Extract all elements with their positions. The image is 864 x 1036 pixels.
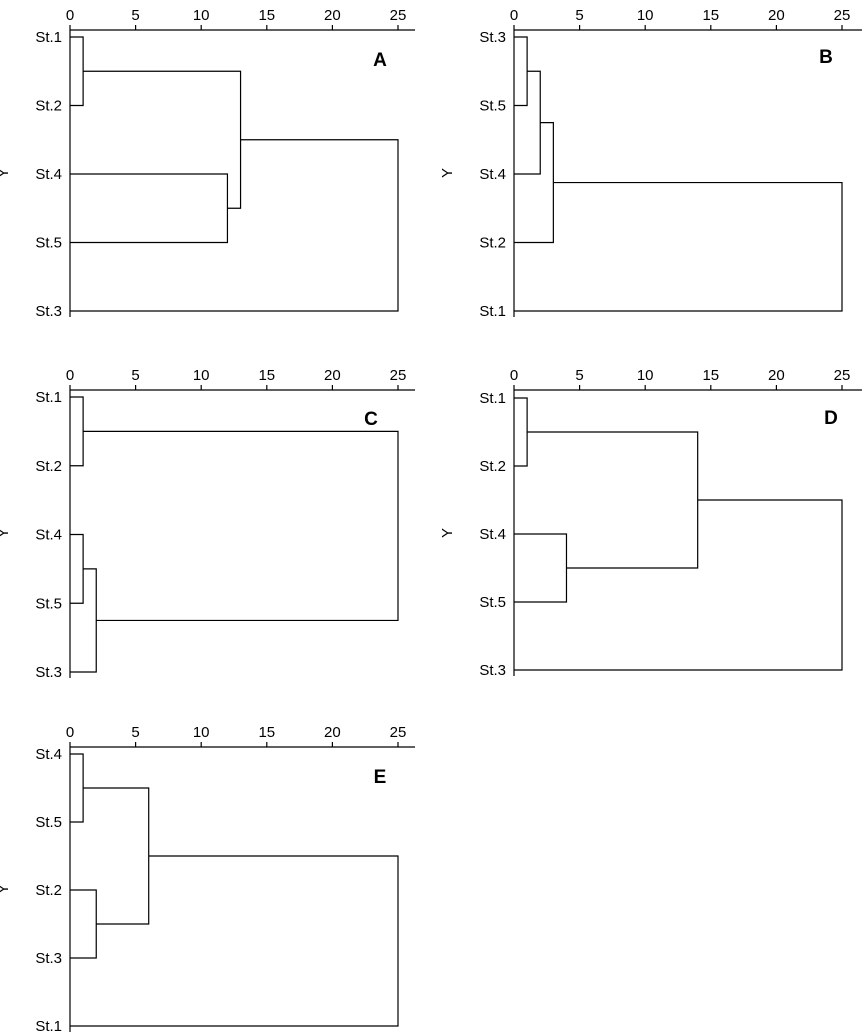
leaf-label: St.3 <box>35 664 62 681</box>
dendrogram-link <box>514 397 528 467</box>
dendrogram-link <box>514 499 843 671</box>
leaf-label: St.5 <box>479 98 506 115</box>
leaf-label: St.5 <box>35 595 62 612</box>
dendrogram-link <box>70 173 229 244</box>
dendrogram-link <box>83 787 150 925</box>
dendrogram-link <box>70 855 399 1027</box>
x-tick-label: 25 <box>390 367 407 384</box>
dendrogram-link <box>514 533 568 603</box>
dendrogram-link <box>70 753 84 823</box>
leaf-label: St.1 <box>35 1018 62 1035</box>
x-tick-label: 15 <box>258 7 275 24</box>
x-tick-label: 0 <box>66 7 74 24</box>
leaf-label: St.4 <box>35 527 62 544</box>
x-tick-label: 25 <box>390 7 407 24</box>
dendrogram-link <box>527 431 699 569</box>
dendrogram-link <box>70 889 97 959</box>
x-tick-label: 10 <box>193 367 210 384</box>
x-tick-label: 10 <box>637 367 654 384</box>
leaf-label: St.2 <box>479 235 506 252</box>
panel-label: C <box>364 409 378 430</box>
x-tick-label: 20 <box>768 7 785 24</box>
x-tick-label: 20 <box>324 367 341 384</box>
x-tick-label: 15 <box>702 367 719 384</box>
y-axis-title: Y <box>0 884 12 894</box>
x-tick-label: 25 <box>834 367 851 384</box>
x-tick-label: 0 <box>66 367 74 384</box>
leaf-label: St.1 <box>479 390 506 407</box>
leaf-label: St.5 <box>35 235 62 252</box>
x-tick-label: 0 <box>510 367 518 384</box>
x-tick-label: 5 <box>131 367 139 384</box>
x-tick-label: 20 <box>324 7 341 24</box>
leaf-label: St.3 <box>35 950 62 967</box>
panel-label: B <box>819 47 833 68</box>
dendrogram-link <box>70 36 84 107</box>
leaf-label: St.2 <box>35 98 62 115</box>
x-tick-label: 5 <box>131 724 139 741</box>
panel-label: D <box>824 408 838 429</box>
leaf-label: St.2 <box>35 882 62 899</box>
leaf-label: St.3 <box>479 29 506 46</box>
leaf-label: St.5 <box>35 814 62 831</box>
leaf-label: St.3 <box>35 303 62 320</box>
x-tick-label: 0 <box>66 724 74 741</box>
leaf-label: St.1 <box>35 389 62 406</box>
x-tick-label: 10 <box>193 7 210 24</box>
leaf-label: St.4 <box>35 166 62 183</box>
leaf-label: St.4 <box>479 166 506 183</box>
leaf-label: St.5 <box>479 594 506 611</box>
x-tick-label: 20 <box>324 724 341 741</box>
panel-label: E <box>374 767 387 788</box>
y-axis-title: Y <box>0 168 12 178</box>
panel-label: A <box>373 50 387 71</box>
y-axis-title: Y <box>0 528 12 538</box>
x-tick-label: 10 <box>637 7 654 24</box>
dendrogram-link <box>514 181 843 312</box>
dendrogram-link <box>514 122 554 244</box>
leaf-label: St.1 <box>479 303 506 320</box>
dendrogram-link <box>70 533 84 604</box>
y-axis-title: Y <box>439 168 456 178</box>
leaf-label: St.2 <box>479 458 506 475</box>
leaf-label: St.4 <box>35 746 62 763</box>
leaf-label: St.4 <box>479 526 506 543</box>
x-tick-label: 20 <box>768 367 785 384</box>
x-tick-label: 5 <box>131 7 139 24</box>
dendrogram-link <box>70 396 84 467</box>
leaf-label: St.2 <box>35 458 62 475</box>
x-tick-label: 15 <box>258 724 275 741</box>
y-axis-title: Y <box>439 528 456 538</box>
leaf-label: St.1 <box>35 29 62 46</box>
x-tick-label: 0 <box>510 7 518 24</box>
dendrogram-link <box>83 70 242 209</box>
x-tick-label: 5 <box>575 7 583 24</box>
dendrogram-link <box>70 139 399 312</box>
x-tick-label: 25 <box>390 724 407 741</box>
leaf-label: St.3 <box>479 662 506 679</box>
x-tick-label: 10 <box>193 724 210 741</box>
x-tick-label: 15 <box>702 7 719 24</box>
x-tick-label: 5 <box>575 367 583 384</box>
dendrogram-link <box>514 36 528 107</box>
dendrogram-link <box>83 430 399 622</box>
x-tick-label: 15 <box>258 367 275 384</box>
x-tick-label: 25 <box>834 7 851 24</box>
